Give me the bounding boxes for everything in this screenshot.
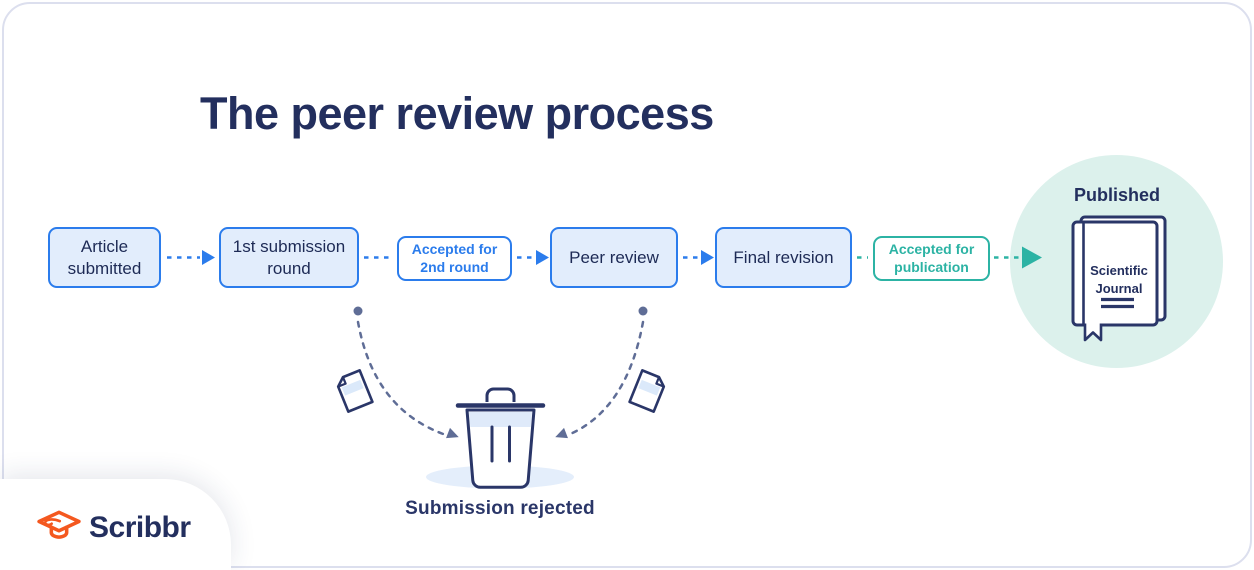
published-label: Published (1073, 185, 1160, 205)
stage-box-accepted-2nd-round: Accepted for 2nd round (397, 236, 512, 281)
logo-corner-tab (0, 479, 231, 570)
graduation-cap-icon (37, 510, 81, 539)
stage-box-article-submitted: Article submitted (48, 227, 161, 288)
book-title-label: Scientific Journal (1090, 263, 1148, 297)
stage-box-final-revision: Final revision (715, 227, 852, 288)
stage-box-peer-review: Peer review (550, 227, 678, 288)
stage-box-first-submission-round: 1st submission round (219, 227, 359, 288)
page-title: The peer review process (200, 88, 714, 139)
brand-wordmark: Scribbr (89, 511, 191, 544)
submission-rejected-label: Submission rejected (405, 498, 595, 519)
stage-box-accepted-publication: Accepted for publication (873, 236, 990, 281)
